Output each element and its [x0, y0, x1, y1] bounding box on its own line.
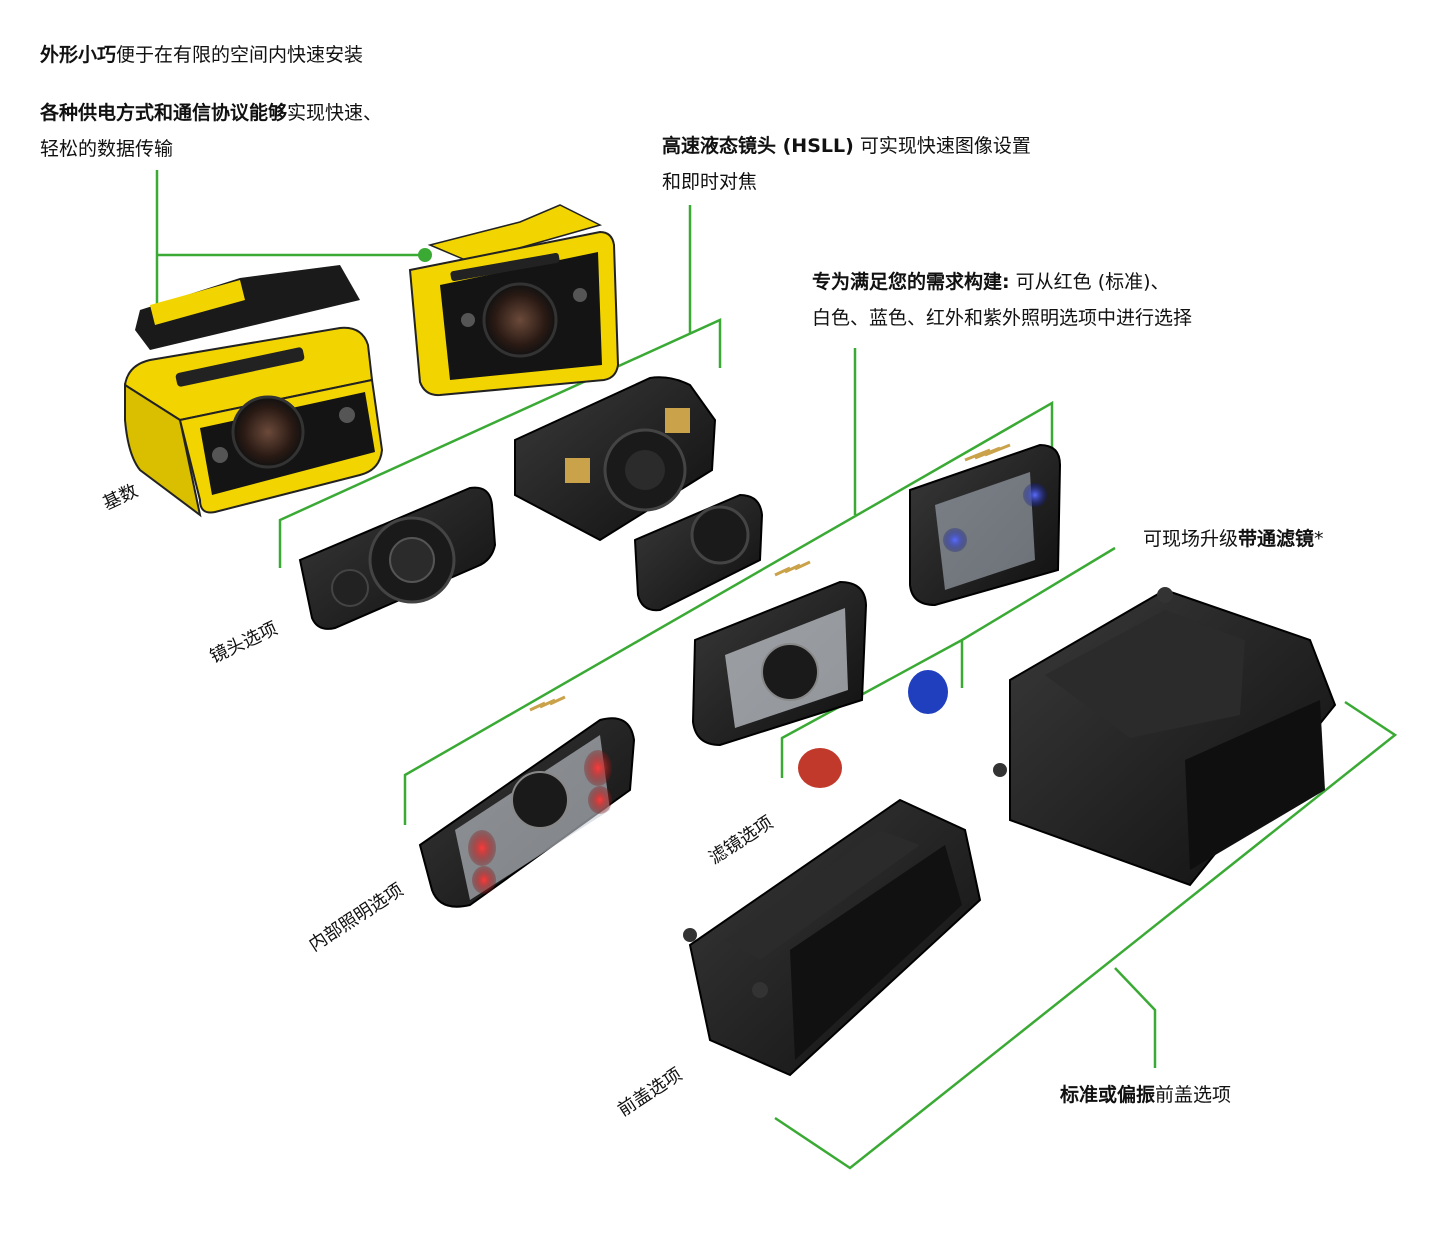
- annotation-cover-text: 前盖选项: [1155, 1084, 1232, 1106]
- annotation-power-text: 实现快速、: [287, 102, 383, 124]
- annotation-bandpass-text: 可现场升级: [1143, 528, 1239, 550]
- annotation-custom-text: 可从红色 (标准)、: [1009, 271, 1170, 293]
- annotation-power-bold: 各种供电方式和通信协议能够: [40, 102, 288, 124]
- annotation-power: 各种供电方式和通信协议能够实现快速、: [40, 100, 382, 126]
- lighting-module-clear: [691, 560, 868, 747]
- annotation-hsll-text: 可实现快速图像设置: [853, 135, 1031, 157]
- filter-red: [798, 748, 842, 788]
- lighting-module-red: [418, 695, 636, 908]
- annotation-cover: 标准或偏振前盖选项: [1060, 1082, 1231, 1108]
- annotation-hsll: 高速液态镜头 (HSLL) 可实现快速图像设置: [662, 133, 1031, 159]
- annotation-cover-bold: 标准或偏振: [1060, 1084, 1156, 1106]
- annotation-power-line2: 轻松的数据传输: [40, 138, 174, 160]
- annotation-compact: 外形小巧便于在有限的空间内快速安装: [40, 42, 363, 68]
- annotation-custom-line2: 白色、蓝色、红外和紫外照明选项中进行选择: [812, 307, 1193, 329]
- annotation-custom-bold: 专为满足您的需求构建:: [812, 271, 1010, 293]
- annotation-bandpass: 可现场升级带通滤镜*: [1143, 526, 1324, 552]
- leader-dot-2: [418, 248, 432, 262]
- lighting-module-blue: [909, 443, 1062, 607]
- front-cover-standard: [683, 798, 982, 1077]
- annotation-bandpass-bold: 带通滤镜: [1238, 528, 1315, 550]
- camera-small: [408, 204, 620, 397]
- leader-lines: [155, 170, 1398, 1170]
- filter-blue: [908, 670, 948, 714]
- front-cover-polarized: [993, 587, 1337, 887]
- annotation-bandpass-suffix: *: [1314, 528, 1324, 550]
- lens-insert: [633, 493, 764, 612]
- annotation-hsll-line2: 和即时对焦: [662, 171, 758, 193]
- lens-option-module: [298, 486, 497, 630]
- hsll-housing: [514, 376, 717, 542]
- camera-large: [123, 265, 384, 518]
- annotation-compact-text: 便于在有限的空间内快速安装: [116, 44, 364, 66]
- annotation-compact-bold: 外形小巧: [40, 44, 117, 66]
- annotation-custom: 专为满足您的需求构建: 可从红色 (标准)、: [812, 269, 1170, 295]
- annotation-hsll-bold: 高速液态镜头 (HSLL): [662, 135, 854, 157]
